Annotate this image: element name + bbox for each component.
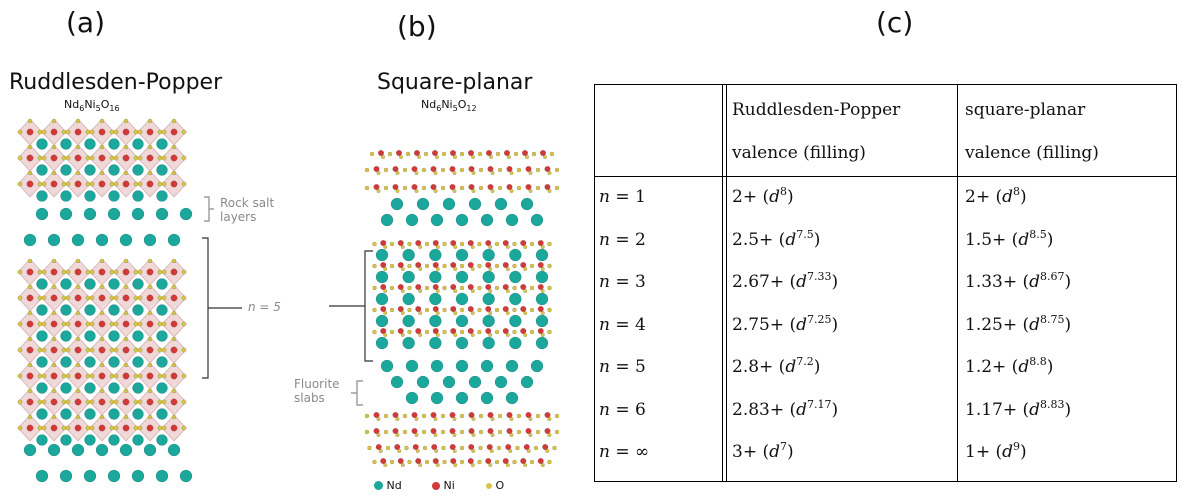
panel-b-label: (b): [397, 10, 437, 43]
table-cell-sp: 1+ (d9): [965, 440, 1027, 462]
header-rp-line2: valence (filling): [732, 143, 866, 163]
table-cell-sp: 1.25+ (d8.75): [965, 312, 1072, 335]
panel-a-formula: Nd6Ni5O16: [64, 98, 120, 114]
rock-salt-annotation: Rock salt layers: [220, 196, 275, 224]
table-row-n: n = 5: [599, 357, 646, 377]
table-cell-rp: 2.67+ (d7.33): [732, 270, 839, 292]
panel-b-formula: Nd6Ni5O12: [421, 98, 477, 114]
legend-nd: Nd: [374, 479, 402, 492]
table-row-n: n = 6: [599, 399, 646, 420]
legend-o: O: [486, 479, 504, 492]
table-row-n: n = 1: [599, 187, 646, 207]
panel-a-title: Ruddlesden-Popper: [9, 70, 223, 95]
panel-b-title: Square-planar: [377, 70, 533, 95]
ruddlesden-popper-structure: [17, 118, 193, 483]
nd-marker: [374, 481, 383, 490]
table-cell-rp: 2.8+ (d7.2): [732, 355, 821, 377]
panel-a-label: (a): [66, 6, 106, 39]
legend-ni: Ni: [432, 479, 455, 492]
table-cell-rp: 2+ (d8): [732, 185, 794, 207]
header-sp-line1: square-planar: [965, 100, 1086, 120]
fluorite-annotation: Fluorite slabs: [294, 377, 340, 405]
rock-salt-bracket: [204, 196, 214, 222]
o-marker: [486, 483, 492, 489]
table-cell-sp: 1.17+ (d8.83): [965, 397, 1072, 420]
table-cell-sp: 1.2+ (d8.8): [965, 355, 1054, 377]
table-cell-sp: 1.33+ (d8.67): [965, 270, 1072, 292]
header-sp-line2: valence (filling): [965, 143, 1099, 163]
valence-table: Ruddlesden-Popper valence (filling) squa…: [594, 84, 1177, 482]
table-cell-rp: 2.83+ (d7.17): [732, 397, 839, 420]
ni-marker: [432, 482, 440, 490]
panel-c-label: (c): [876, 6, 914, 39]
table-row-n: n = 3: [599, 272, 646, 292]
n5-bracket: [202, 237, 242, 379]
table-cell-rp: 3+ (d7): [732, 440, 794, 462]
square-planar-bracket: [329, 250, 373, 362]
table-cell-sp: 1.5+ (d8.5): [965, 227, 1054, 250]
table-row-n: n = ∞: [599, 442, 650, 462]
table-cell-rp: 2.5+ (d7.5): [732, 227, 821, 250]
table-cell-sp: 2+ (d8): [965, 185, 1027, 207]
table-row-n: n = 2: [599, 229, 646, 250]
square-planar-structure: [364, 149, 560, 468]
header-rp-line1: Ruddlesden-Popper: [732, 100, 901, 120]
fluorite-bracket: [351, 380, 363, 406]
table-cell-rp: 2.75+ (d7.25): [732, 312, 839, 335]
n5-annotation: n = 5: [248, 300, 281, 314]
table-row-n: n = 4: [599, 314, 646, 335]
